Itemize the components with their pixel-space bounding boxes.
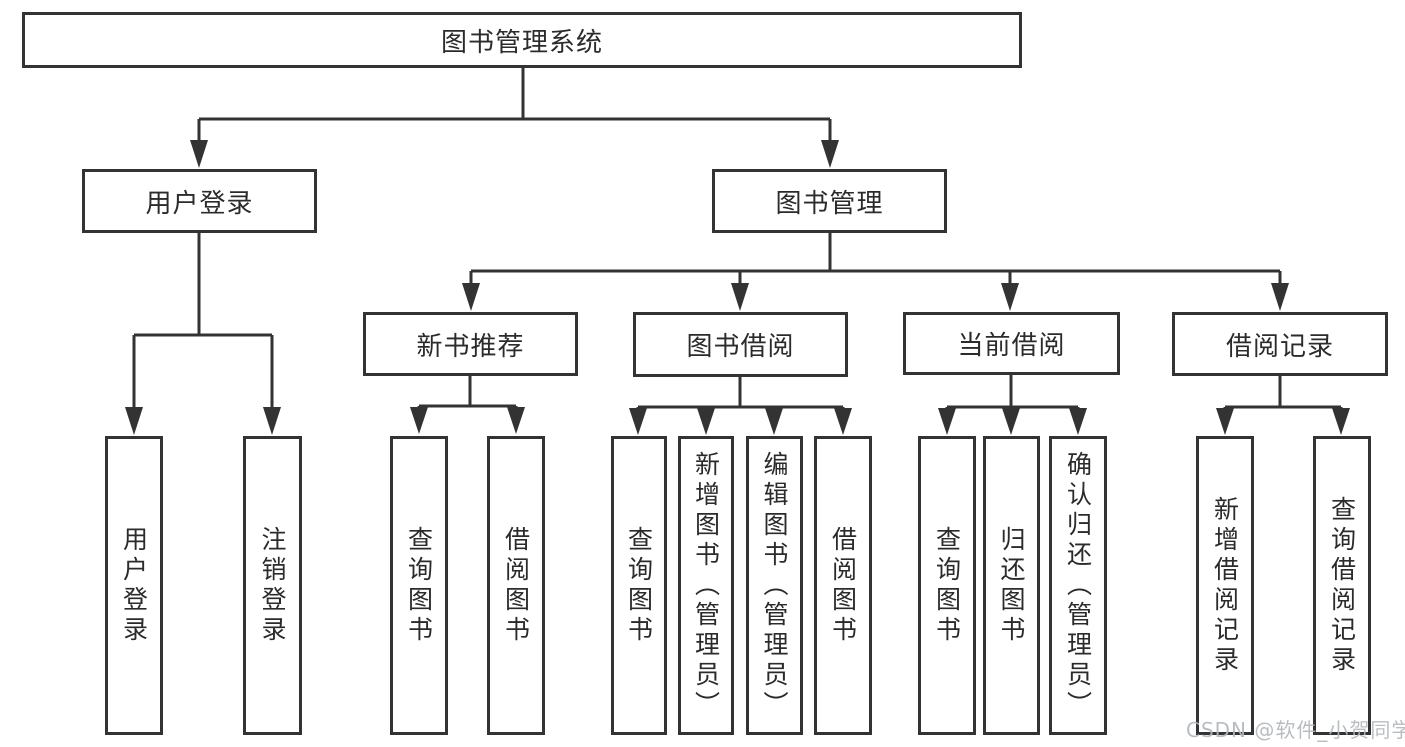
node-book-management: 图书管理 [712, 169, 947, 233]
leaf-newbook-borrow-books: 借阅图书 [487, 436, 545, 735]
leaf-logout: 注销登录 [243, 436, 302, 735]
leaf-borrow-borrow-books: 借阅图书 [814, 436, 872, 735]
edge-userlogin-to-leaves [125, 233, 281, 435]
leaf-user-login: 用户登录 [105, 436, 163, 735]
leaf-borrow-add-books-admin: 新增图书（管理员） [678, 436, 734, 735]
edge-newbook-to-leaves [410, 376, 525, 434]
node-current-borrow: 当前借阅 [903, 312, 1120, 375]
edge-bookmgmt-to-level3 [462, 233, 1289, 311]
leaf-records-query-record: 查询借阅记录 [1313, 436, 1371, 735]
leaf-current-query-books: 查询图书 [918, 436, 976, 735]
leaf-current-return-books: 归还图书 [983, 436, 1040, 735]
edge-current-to-leaves [938, 375, 1087, 435]
node-root-system: 图书管理系统 [22, 12, 1022, 68]
node-user-login: 用户登录 [82, 169, 317, 233]
leaf-current-confirm-return-admin: 确认归还（管理员） [1049, 436, 1107, 735]
node-book-borrow: 图书借阅 [633, 312, 848, 377]
leaf-borrow-query-books: 查询图书 [611, 436, 667, 735]
edge-root-to-level2 [190, 68, 839, 168]
edge-borrow-to-leaves [629, 377, 852, 435]
leaf-newbook-query-books: 查询图书 [390, 436, 448, 735]
leaf-borrow-edit-books-admin: 编辑图书（管理员） [746, 436, 803, 735]
node-borrow-records: 借阅记录 [1172, 312, 1388, 376]
leaf-records-add-record: 新增借阅记录 [1196, 436, 1254, 735]
edge-records-to-leaves [1216, 376, 1350, 435]
node-new-book-recommend: 新书推荐 [363, 312, 578, 376]
